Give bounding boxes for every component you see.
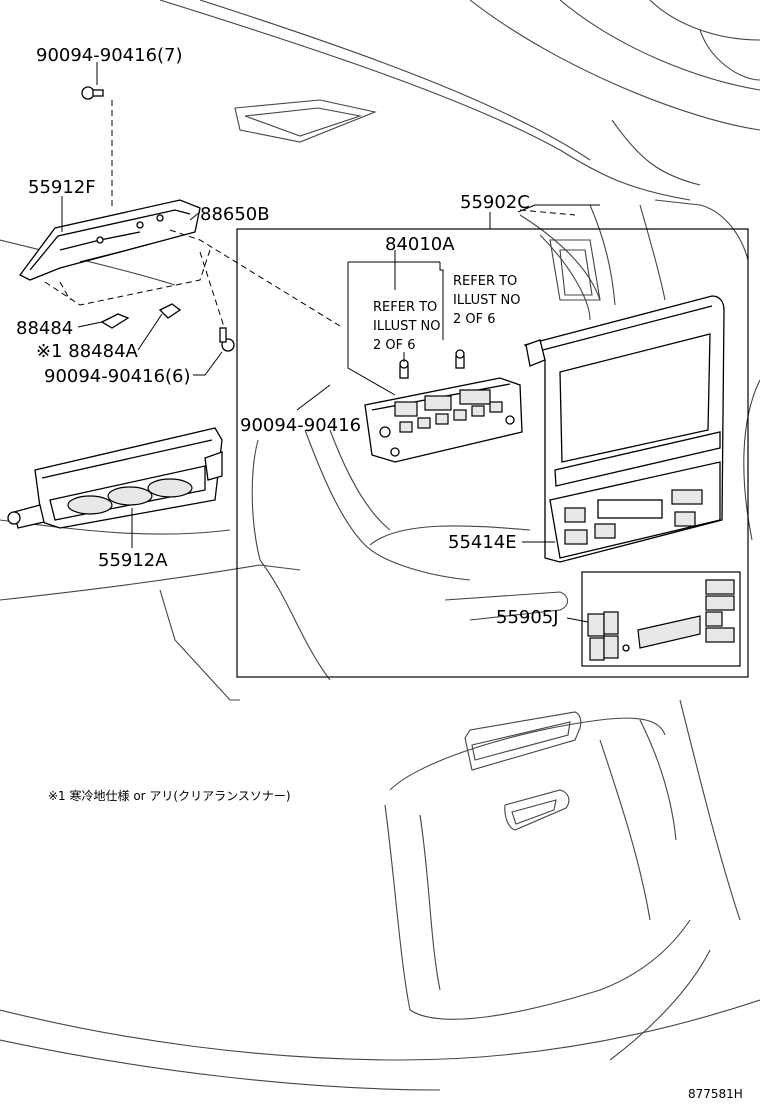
- label-bolt-top: 90094-90416(7): [36, 45, 183, 66]
- bezel-55414e: [523, 295, 725, 563]
- label-55414e: 55414E: [448, 532, 517, 553]
- lamp-left: [399, 359, 409, 379]
- leader-lines: [61, 62, 600, 623]
- detail-frame: [236, 228, 749, 678]
- bracket-55912a: [7, 427, 223, 529]
- label-55905j: 55905J: [496, 607, 559, 628]
- switches-55905j: [587, 579, 735, 661]
- drawing-code: 877581H: [688, 1087, 743, 1101]
- refer-note-1: REFER TO ILLUST NO 2 OF 6: [373, 300, 440, 353]
- refer-note-2-line-1: REFER TO: [453, 274, 517, 289]
- label-bolt-right: 90094-90416: [240, 415, 361, 436]
- label-84010a: 84010A: [385, 234, 455, 255]
- label-88650b: 88650B: [200, 204, 270, 225]
- label-88484a: ※1 88484A: [36, 341, 139, 362]
- control-unit-84010a: [364, 377, 523, 463]
- refer-note-1-line-3: 2 OF 6: [373, 338, 416, 353]
- label-55912f: 55912F: [28, 177, 96, 198]
- label-bolt-mid: 90094-90416(6): [44, 366, 191, 387]
- clip-88484: [100, 313, 130, 329]
- label-88484: 88484: [16, 318, 73, 339]
- label-55912a: 55912A: [98, 550, 168, 571]
- lamp-right: [455, 349, 465, 369]
- refer-note-2-line-2: ILLUST NO: [453, 293, 520, 308]
- refer-note-1-line-2: ILLUST NO: [373, 319, 440, 334]
- bolt-top: [81, 86, 113, 210]
- refer-note-2-line-3: 2 OF 6: [453, 312, 496, 327]
- clip-88484a: [158, 303, 182, 319]
- bolt-mid: [219, 327, 235, 352]
- footnote: ※1 寒冷地仕様 or アリ(クリアランスソナー): [48, 788, 291, 803]
- inset-frame-55905j: [581, 571, 741, 667]
- bracket-55912f: [19, 199, 201, 281]
- refer-note-2: REFER TO ILLUST NO 2 OF 6: [453, 274, 520, 327]
- refer-note-1-line-1: REFER TO: [373, 300, 437, 315]
- label-55902c: 55902C: [460, 192, 530, 213]
